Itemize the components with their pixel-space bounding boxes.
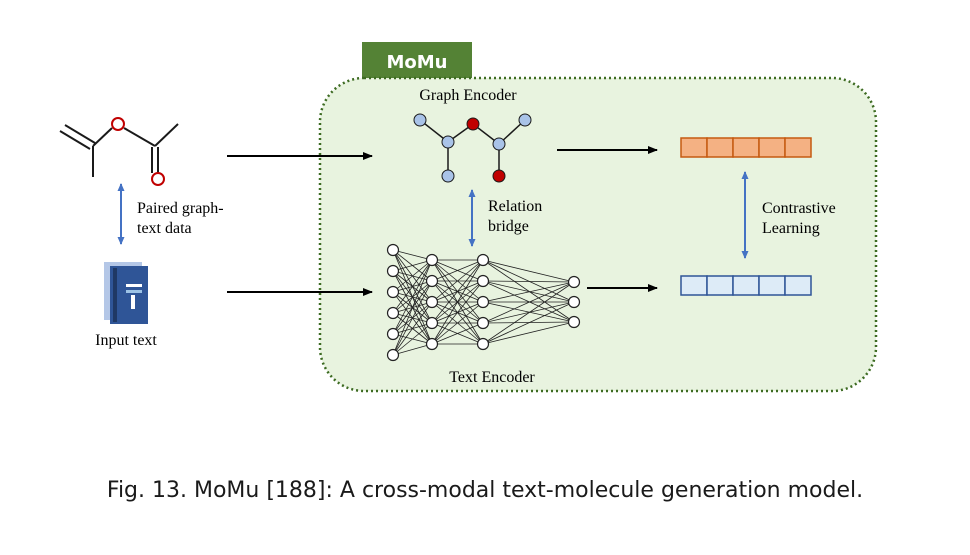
relation-bridge-label: Relation bridge [488, 198, 546, 235]
network-connection [431, 280, 484, 345]
network-connection [392, 322, 433, 356]
network-node [425, 337, 439, 351]
paired-data-label-line1: Paired graph- [137, 200, 224, 217]
momu-tab: MoMu [362, 42, 472, 78]
network-connection [482, 280, 575, 303]
network-connection [482, 280, 575, 323]
network-node [425, 274, 439, 288]
contrastive-label-line2: Learning [762, 220, 820, 237]
network-connection [431, 259, 484, 324]
network-node [386, 348, 400, 362]
network-node [386, 306, 400, 320]
network-connection [431, 259, 484, 282]
network-connection [431, 259, 484, 303]
graph-embedding-vector [680, 137, 812, 158]
network-connection [482, 321, 575, 324]
text-embedding-vector [680, 275, 812, 296]
network-connection [392, 280, 433, 356]
paired-data-label-line2: text data [137, 220, 192, 237]
network-node [425, 295, 439, 309]
text-encoder-network-icon [386, 243, 581, 362]
network-node [567, 275, 581, 289]
figure-caption: Fig. 13. MoMu [188]: A cross-modal text-… [106, 478, 864, 503]
input-text-label: Input text [95, 332, 157, 349]
network-connection [392, 343, 433, 356]
network-connection [482, 281, 575, 303]
network-node [476, 316, 490, 330]
network-connection [431, 322, 484, 345]
network-connection [482, 301, 575, 323]
network-node [476, 253, 490, 267]
paired-data-label: Paired graph- text data [137, 200, 228, 237]
network-node [476, 274, 490, 288]
contrastive-label: Contrastive Learning [762, 200, 840, 237]
network-connection [482, 280, 575, 283]
network-connection [482, 281, 575, 345]
network-node [386, 243, 400, 257]
network-connection [482, 259, 575, 323]
relation-bridge-label-line1: Relation [488, 198, 542, 215]
network-connection [392, 259, 433, 293]
network-connection [431, 301, 484, 345]
network-node [386, 327, 400, 341]
network-connection [392, 301, 433, 356]
relation-bridge-label-line2: bridge [488, 218, 529, 235]
text-encoder-label: Text Encoder [449, 369, 535, 386]
network-node [476, 295, 490, 309]
network-connection [392, 259, 433, 272]
network-connection [392, 249, 433, 261]
network-node [425, 316, 439, 330]
book-icon [104, 262, 148, 324]
network-connection [392, 259, 433, 356]
network-connection [392, 259, 433, 335]
network-node [567, 315, 581, 329]
network-node [476, 337, 490, 351]
network-connection [482, 281, 575, 324]
momu-tab-background [362, 42, 472, 78]
network-connection [482, 301, 575, 345]
network-connection [482, 321, 575, 345]
network-connection [482, 301, 575, 324]
graph-encoder-icon [413, 113, 532, 183]
graph-encoder-label: Graph Encoder [419, 87, 517, 104]
network-connection [431, 259, 484, 345]
momu-tab-label: MoMu [386, 52, 447, 73]
network-node [386, 285, 400, 299]
network-node [386, 264, 400, 278]
network-connection [482, 259, 575, 303]
network-connection [482, 259, 575, 283]
network-connection [392, 259, 433, 314]
network-node [567, 295, 581, 309]
molecule-structure-icon [59, 117, 179, 186]
network-node [425, 253, 439, 267]
contrastive-label-line1: Contrastive [762, 200, 836, 217]
